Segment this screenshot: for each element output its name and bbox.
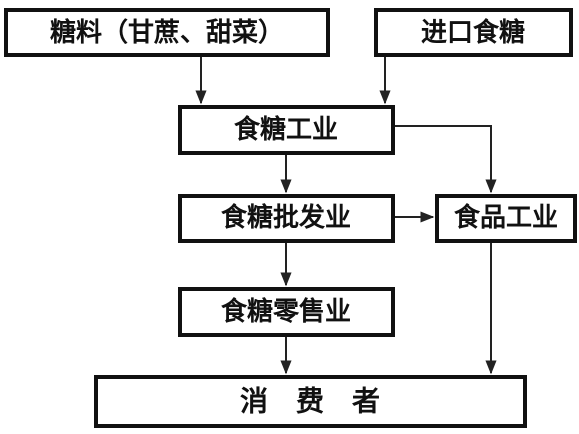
node-food-industry-label: 食品工业 [454,202,558,233]
node-sugar-industry-label: 食糖工业 [234,114,338,145]
node-consumers: 消 费 者 [94,375,527,428]
node-imported-sugar: 进口食糖 [374,8,573,57]
node-raw-materials-label: 糖料（甘蔗、甜菜） [50,17,284,48]
node-sugar-wholesale-label: 食糖批发业 [221,202,351,233]
node-consumers-label: 消 费 者 [240,385,380,418]
node-sugar-wholesale: 食糖批发业 [178,194,395,243]
node-imported-sugar-label: 进口食糖 [421,17,525,48]
node-sugar-retail: 食糖零售业 [178,287,395,337]
node-food-industry: 食品工业 [435,194,577,243]
node-raw-materials: 糖料（甘蔗、甜菜） [4,8,330,57]
node-sugar-retail-label: 食糖零售业 [221,296,351,327]
node-sugar-industry: 食糖工业 [178,105,395,155]
edge-industry-to-food-industry [395,125,497,194]
